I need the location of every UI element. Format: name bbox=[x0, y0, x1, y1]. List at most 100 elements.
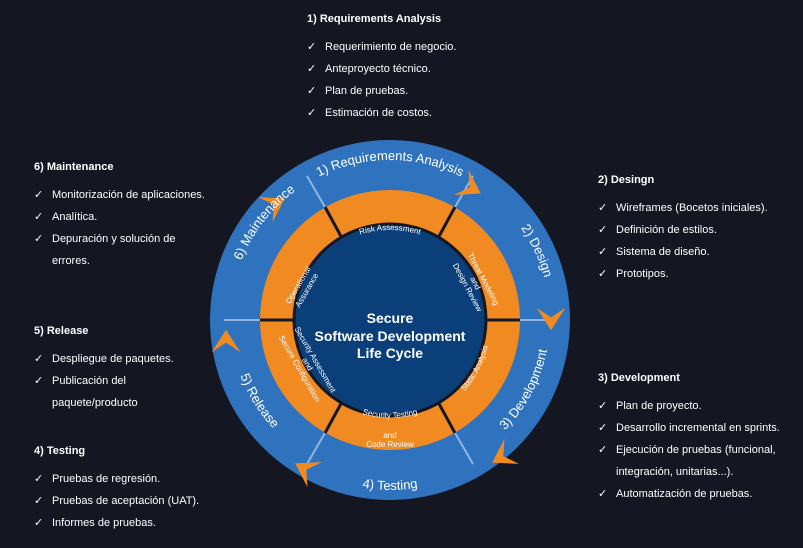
list-item-text: paquete/producto bbox=[52, 397, 138, 409]
arrow-icon bbox=[295, 462, 322, 488]
list-item-text: Automatización de pruebas. bbox=[616, 488, 753, 500]
list-item-text: Estimación de costos. bbox=[325, 107, 432, 119]
section-requirements: 1) Requirements Analysis ✓ Requerimiento … bbox=[307, 8, 456, 124]
section-release: 5) Release ✓ Despliegue de paquetes. ✓ Publ… bbox=[34, 320, 174, 414]
list-item: errores. bbox=[34, 250, 205, 272]
list-item: ✓ Publicación del bbox=[34, 370, 174, 392]
list-item-text: Depuración y solución de bbox=[52, 233, 176, 245]
list-item-text: Anteproyecto técnico. bbox=[325, 63, 431, 75]
arrow-icon bbox=[492, 438, 519, 464]
check-icon: ✓ bbox=[598, 202, 608, 214]
list-item: ✓ Depuración y solución de bbox=[34, 228, 205, 250]
list-item: ✓ Pruebas de aceptación (UAT). bbox=[34, 490, 199, 512]
check-icon: ✓ bbox=[34, 375, 44, 387]
center-title-line2: Software Development bbox=[315, 328, 466, 344]
list-item-text: Wireframes (Bocetos iniciales). bbox=[616, 202, 768, 214]
section-title: 1) Requirements Analysis bbox=[307, 13, 442, 25]
check-icon: ✓ bbox=[34, 495, 44, 507]
check-icon: ✓ bbox=[34, 473, 44, 485]
list-item-text: Informes de pruebas. bbox=[52, 517, 156, 529]
list-item: ✓ Plan de proyecto. bbox=[598, 395, 780, 417]
section-design: 2) Desingn ✓ Wireframes (Bocetos iniciale… bbox=[598, 169, 768, 285]
section-list: ✓ Pruebas de regresión. ✓ Pruebas de acepta… bbox=[34, 468, 199, 534]
section-development: 3) Development ✓ Plan de proyecto. ✓ Desarr… bbox=[598, 367, 780, 505]
list-item-text: Monitorización de aplicaciones. bbox=[52, 189, 205, 201]
section-title: 5) Release bbox=[34, 325, 89, 337]
list-item-text: Despliegue de paquetes. bbox=[52, 353, 174, 365]
check-icon: ✓ bbox=[34, 233, 44, 245]
list-item-text: Plan de proyecto. bbox=[616, 400, 702, 412]
arrow-icon bbox=[211, 329, 241, 353]
list-item-text: Pruebas de aceptación (UAT). bbox=[52, 495, 200, 507]
list-item-text: Requerimiento de negocio. bbox=[325, 41, 457, 53]
list-item: ✓ Requerimiento de negocio. bbox=[307, 36, 456, 58]
section-title: 6) Maintenance bbox=[34, 161, 114, 173]
inner-label-testing-3: Code Review bbox=[366, 440, 414, 449]
inner-label-testing-2: and bbox=[383, 431, 396, 440]
cycle-arrows bbox=[211, 169, 566, 488]
check-icon: ✓ bbox=[598, 444, 608, 456]
section-list: ✓ Plan de proyecto. ✓ Desarrollo incrementa… bbox=[598, 395, 780, 505]
list-item: paquete/producto bbox=[34, 392, 174, 414]
section-maintenance: 6) Maintenance ✓ Monitorización de aplica… bbox=[34, 156, 205, 272]
list-item: ✓ Monitorización de aplicaciones. bbox=[34, 184, 205, 206]
center-circle bbox=[292, 222, 488, 418]
check-icon: ✓ bbox=[34, 211, 44, 223]
center-title-line1: Secure bbox=[367, 310, 414, 326]
list-item-text: Ejecución de pruebas (funcional, bbox=[616, 444, 776, 456]
list-item: ✓ Wireframes (Bocetos iniciales). bbox=[598, 197, 768, 219]
list-item: ✓ Ejecución de pruebas (funcional, bbox=[598, 439, 780, 461]
list-item-text: Pruebas de regresión. bbox=[52, 473, 161, 485]
check-icon: ✓ bbox=[34, 189, 44, 201]
check-icon: ✓ bbox=[307, 63, 317, 75]
section-list: ✓ Despliegue de paquetes. ✓ Publicación del… bbox=[34, 348, 174, 414]
outer-label-testing: 4) Testing bbox=[362, 476, 419, 493]
check-icon: ✓ bbox=[598, 400, 608, 412]
check-icon: ✓ bbox=[307, 85, 317, 97]
check-icon: ✓ bbox=[598, 246, 608, 258]
list-item-text: Publicación del bbox=[52, 375, 126, 387]
section-list: ✓ Monitorización de aplicaciones. ✓ Analíti… bbox=[34, 184, 205, 272]
section-testing: 4) Testing ✓ Pruebas de regresión. ✓ Prueba… bbox=[34, 440, 199, 534]
list-item: ✓ Plan de pruebas. bbox=[307, 80, 456, 102]
list-item: ✓ Desarrollo incremental en sprints. bbox=[598, 417, 780, 439]
section-title: 3) Development bbox=[598, 372, 680, 384]
section-title: 4) Testing bbox=[34, 445, 86, 457]
check-icon: ✓ bbox=[34, 353, 44, 365]
inner-dividers bbox=[260, 206, 520, 434]
arrow-icon bbox=[536, 307, 566, 331]
list-item: ✓ Despliegue de paquetes. bbox=[34, 348, 174, 370]
section-list: ✓ Wireframes (Bocetos iniciales). ✓ Definic… bbox=[598, 197, 768, 285]
list-item-text: integración, unitarias...). bbox=[616, 466, 734, 478]
list-item: ✓ Sistema de diseño. bbox=[598, 241, 768, 263]
inner-label-testing-1: Security Testing bbox=[362, 407, 419, 420]
list-item: ✓ Analítica. bbox=[34, 206, 205, 228]
list-item-text: Plan de pruebas. bbox=[325, 85, 409, 97]
list-item: ✓ Estimación de costos. bbox=[307, 102, 456, 124]
list-item: ✓ Automatización de pruebas. bbox=[598, 483, 780, 505]
list-item: integración, unitarias...). bbox=[598, 461, 780, 483]
list-item-text: errores. bbox=[52, 255, 90, 267]
arrow-icon bbox=[258, 197, 285, 223]
list-item: ✓ Pruebas de regresión. bbox=[34, 468, 199, 490]
list-item: ✓Prototipos. bbox=[598, 263, 768, 285]
center-title-line3: Life Cycle bbox=[357, 345, 423, 361]
check-icon: ✓ bbox=[598, 224, 608, 236]
check-icon: ✓ bbox=[307, 41, 317, 53]
section-list: ✓ Requerimiento de negocio. ✓ Anteproyecto … bbox=[307, 36, 456, 124]
section-title: 2) Desingn bbox=[598, 174, 655, 186]
list-item: ✓ Anteproyecto técnico. bbox=[307, 58, 456, 80]
check-icon: ✓ bbox=[598, 422, 608, 434]
check-icon: ✓ bbox=[34, 517, 44, 529]
list-item: ✓ Informes de pruebas. bbox=[34, 512, 199, 534]
check-icon: ✓ bbox=[307, 107, 317, 119]
arrow-icon bbox=[454, 169, 481, 195]
list-item-text: Sistema de diseño. bbox=[616, 246, 710, 258]
list-item-text: Analítica. bbox=[52, 211, 98, 223]
list-item-text: Prototipos. bbox=[616, 268, 669, 280]
list-item-text: Desarrollo incremental en sprints. bbox=[616, 422, 780, 434]
list-item: ✓ Definición de estilos. bbox=[598, 219, 768, 241]
list-item-text: Definición de estilos. bbox=[616, 224, 717, 236]
check-icon: ✓ bbox=[598, 488, 608, 500]
